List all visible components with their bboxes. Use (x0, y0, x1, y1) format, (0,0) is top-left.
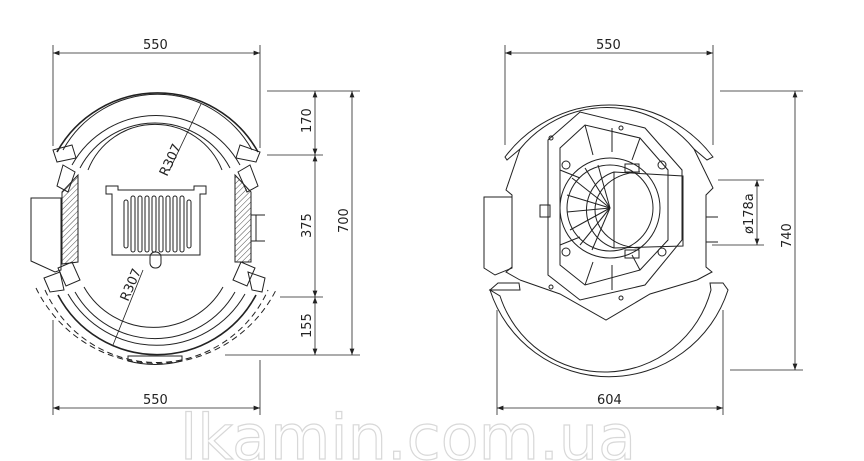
dim-middle-section: 375 (300, 213, 315, 238)
dim-bottom-width-right: 604 (597, 393, 622, 408)
right-top-view: 550 604 740 ø178a (483, 38, 803, 415)
dim-top-section: 170 (300, 108, 315, 133)
dim-total-height: 700 (337, 208, 352, 233)
dim-total-height-right: 740 (780, 223, 795, 248)
dim-top-width: 550 (143, 38, 168, 53)
dim-bottom-section: 155 (300, 313, 315, 338)
side-duct (483, 196, 513, 276)
dim-top-width-right: 550 (596, 38, 621, 53)
dim-bottom-width: 550 (143, 393, 168, 408)
dim-flue-diameter: ø178a (742, 193, 757, 234)
left-plan-view: R307 R307 550 550 170 375 155 700 (30, 38, 360, 415)
watermark: lkamin.com.ua (180, 401, 636, 461)
grate (105, 185, 207, 269)
radius-bottom-label: R307 (118, 267, 145, 304)
radius-top-label: R307 (157, 142, 185, 179)
side-duct (30, 197, 62, 273)
top-outer-arc (56, 92, 259, 153)
